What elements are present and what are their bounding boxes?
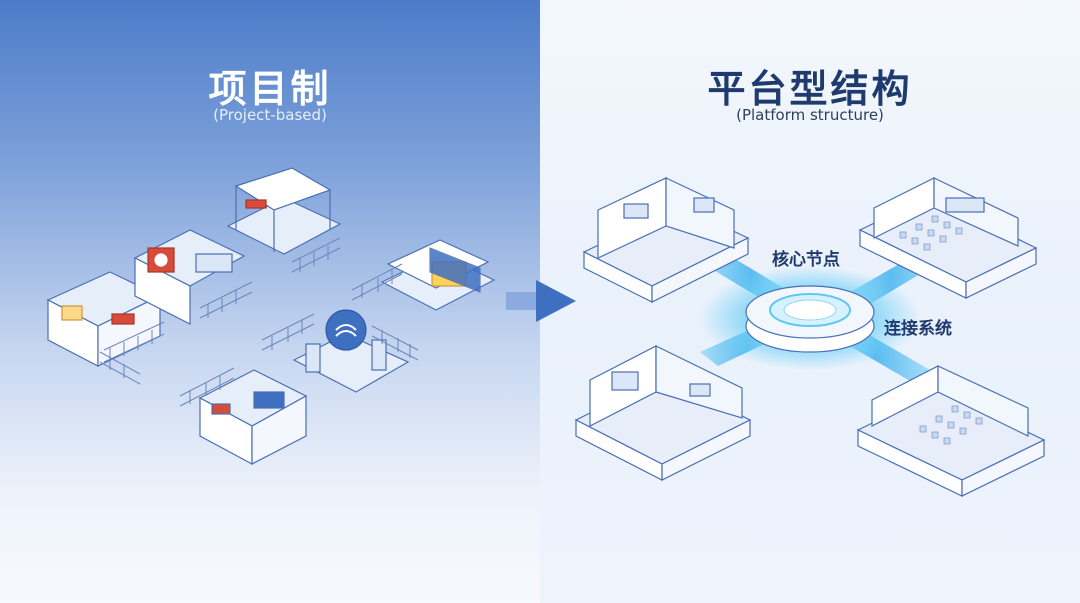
booth-icon (48, 168, 494, 464)
arrow-right-icon (506, 280, 576, 322)
project-based-title: 项目制 (0, 58, 540, 113)
platform-structure-title: 平台型结构 (540, 58, 1080, 113)
project-based-subtitle: (Project-based) (0, 106, 540, 124)
hub-node-label: 核心节点 (772, 245, 840, 270)
connection-system-label: 连接系统 (884, 314, 952, 339)
platform-structure-subtitle: (Platform structure) (540, 106, 1080, 124)
